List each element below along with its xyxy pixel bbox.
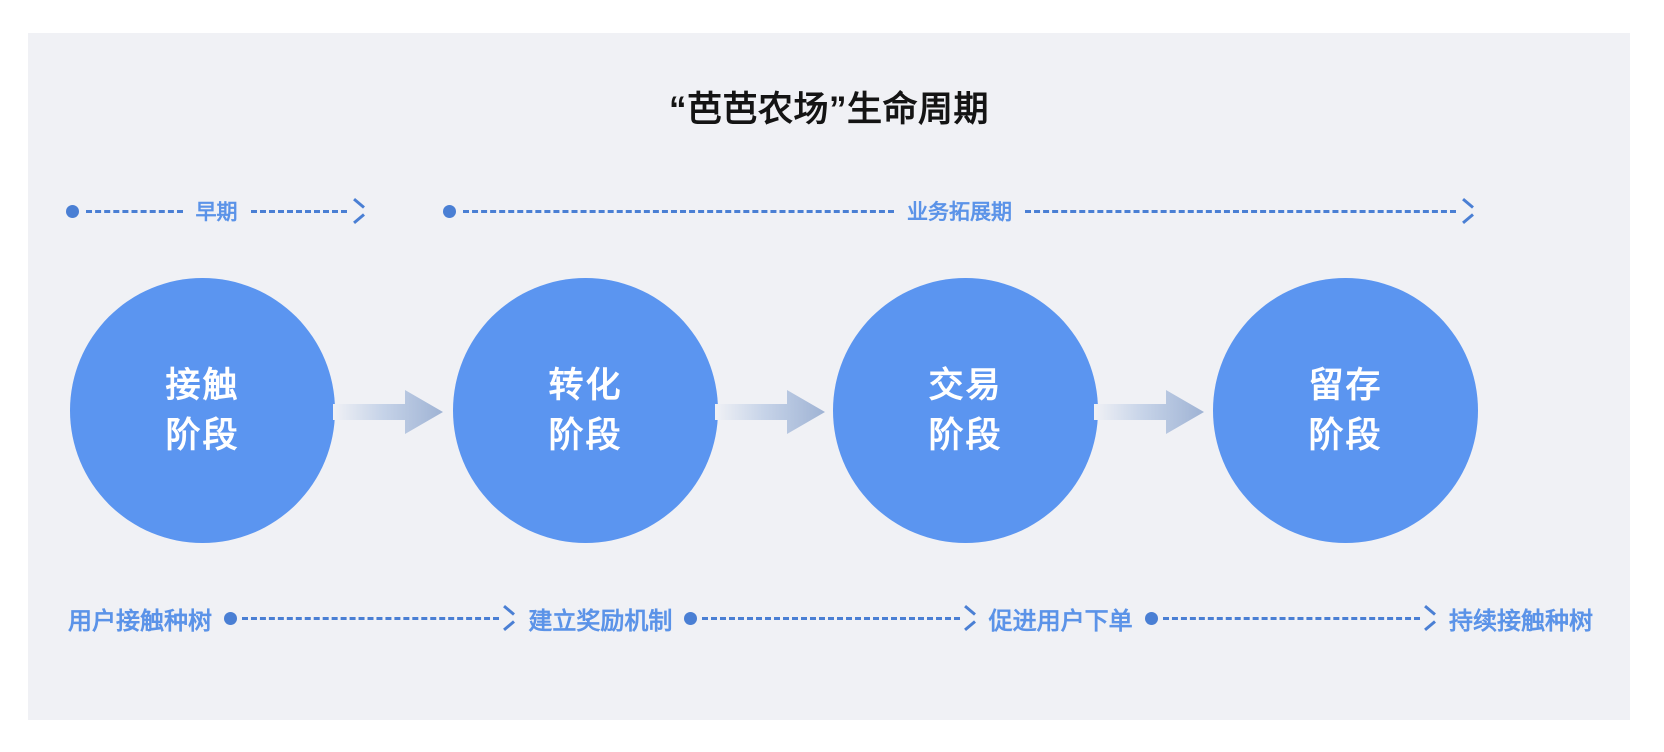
- action-label-reward: 建立奖励机制: [528, 607, 673, 635]
- phase-start-dot-icon: [66, 204, 79, 218]
- action-start-dot-icon: [684, 611, 698, 625]
- phase-dashed-line: [1025, 209, 1456, 213]
- stage-circle-retention[interactable]: 留存 阶段: [1213, 278, 1478, 543]
- phase-arrow-icon: [350, 203, 366, 219]
- action-label-contact: 用户接触种树: [68, 607, 212, 635]
- action-connector: [672, 610, 988, 626]
- stages-row: 接触 阶段 转化 阶段: [28, 278, 1630, 568]
- stage-label-line2: 阶段: [548, 415, 623, 455]
- stage-label-line1: 留存: [1308, 366, 1383, 406]
- stage-label-line1: 接触: [165, 366, 240, 406]
- action-connector: [1133, 610, 1449, 626]
- action-start-dot-icon: [1144, 611, 1158, 625]
- action-arrow-icon: [961, 610, 977, 626]
- phase-track-growth: 业务拓展期: [443, 198, 1475, 224]
- stage-label-line2: 阶段: [928, 415, 1003, 455]
- phase-track-early: 早期: [66, 198, 366, 224]
- page-title: “芭芭农场”生命周期: [668, 90, 989, 129]
- phase-dashed-line: [86, 209, 183, 213]
- actions-track: 用户接触种树 建立奖励机制 促进用户下单 持续接触种树: [68, 598, 1593, 638]
- flow-arrow-icon: [333, 390, 443, 434]
- flow-arrow-icon: [1094, 390, 1204, 434]
- stage-label-line2: 阶段: [165, 415, 240, 455]
- action-label-retention: 持续接触种树: [1448, 607, 1593, 635]
- stage-label-line1: 转化: [548, 366, 623, 406]
- phase-dashed-line: [463, 209, 894, 213]
- phase-dashed-line: [250, 209, 347, 213]
- phase-label-early: 早期: [195, 201, 238, 224]
- action-dashed-line: [1162, 616, 1420, 620]
- action-connector: [212, 610, 528, 626]
- action-arrow-icon: [500, 610, 516, 626]
- action-label-order: 促进用户下单: [988, 607, 1133, 635]
- stage-circle-transaction[interactable]: 交易 阶段: [833, 278, 1098, 543]
- action-dashed-line: [702, 616, 960, 620]
- stage-circle-conversion[interactable]: 转化 阶段: [453, 278, 718, 543]
- stage-circle-contact[interactable]: 接触 阶段: [70, 278, 335, 543]
- phase-start-dot-icon: [443, 204, 456, 218]
- action-start-dot-icon: [224, 611, 237, 625]
- stage-label-line2: 阶段: [1308, 415, 1383, 455]
- action-arrow-icon: [1421, 610, 1437, 626]
- action-dashed-line: [242, 616, 500, 620]
- phase-arrow-icon: [1459, 203, 1475, 219]
- lifecycle-diagram-panel: “芭芭农场”生命周期 早期 业务拓展期 接触 阶段: [28, 33, 1630, 720]
- phase-label-growth: 业务拓展期: [907, 201, 1012, 224]
- stage-label-line1: 交易: [928, 366, 1003, 406]
- flow-arrow-icon: [715, 390, 825, 434]
